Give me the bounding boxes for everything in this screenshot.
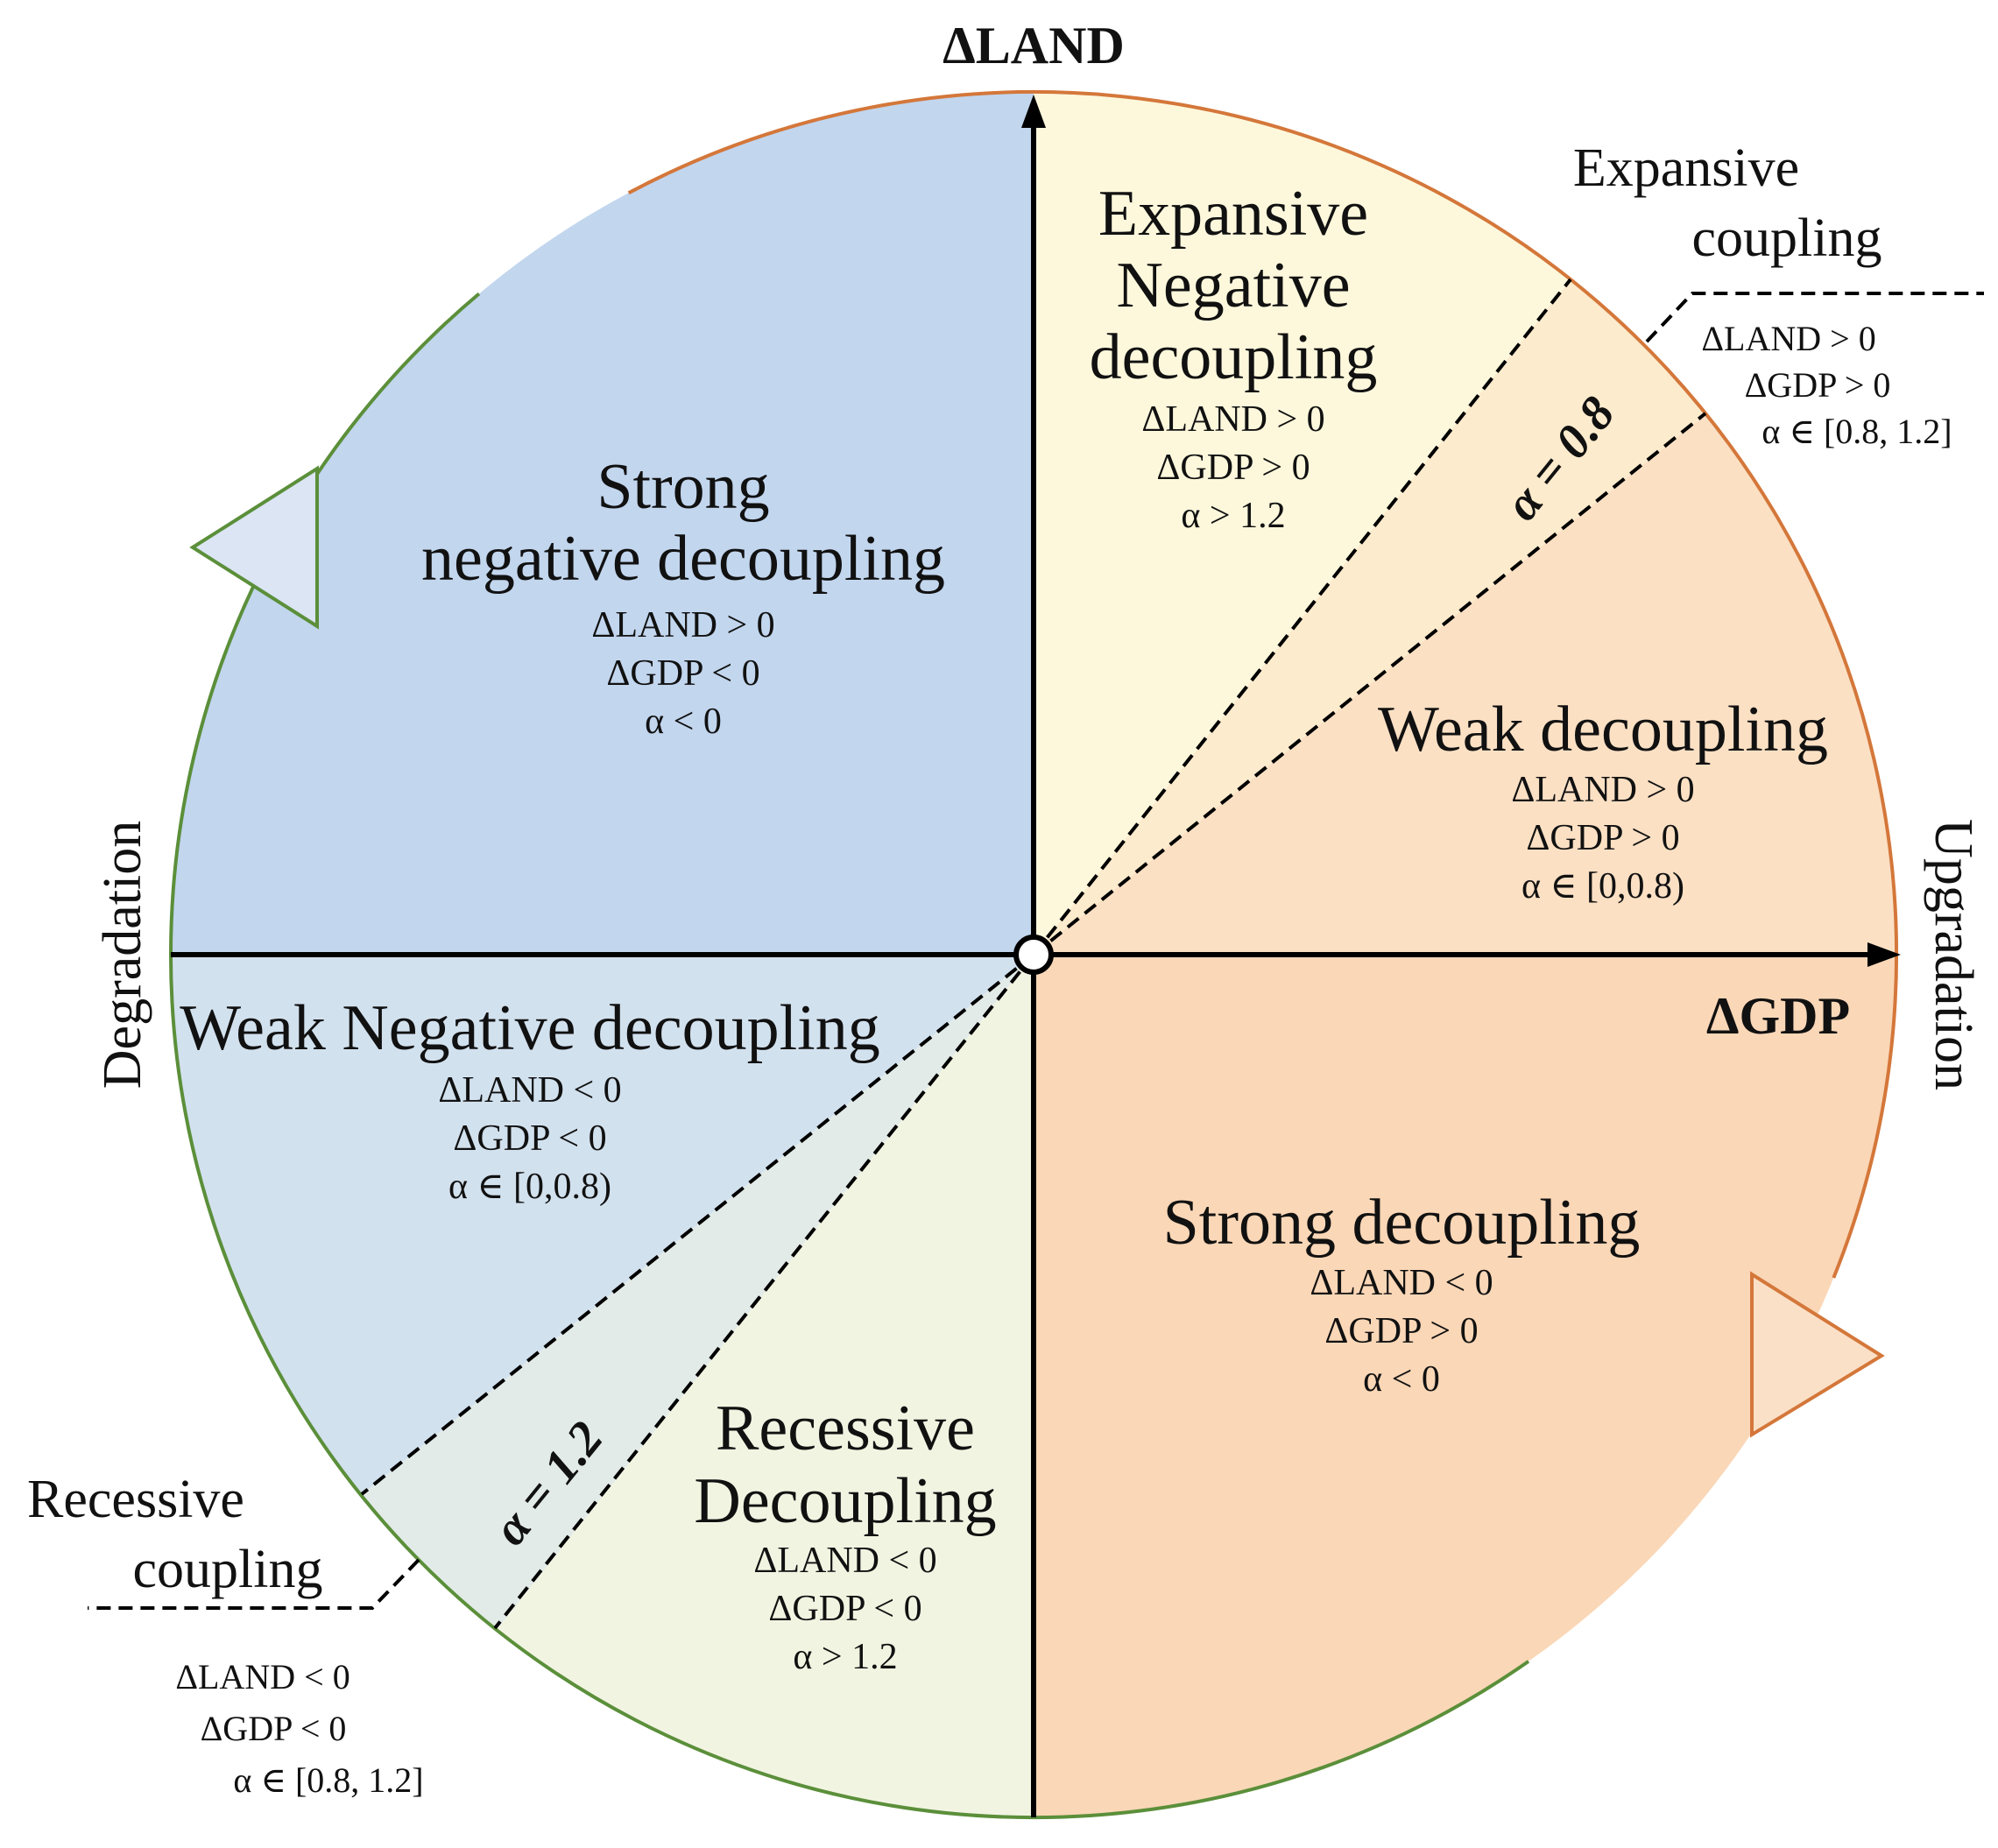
- y-axis-label: ΔLAND: [943, 17, 1125, 74]
- condition-line: ΔGDP < 0: [768, 1589, 921, 1629]
- sector-strong-decoupling: [1034, 955, 1896, 1817]
- label-weak-negative-decoupling: Weak Negative decoupling ΔLAND < 0 ΔGDP …: [180, 992, 880, 1207]
- origin-marker: [1013, 935, 1054, 975]
- leader-recessive-coupling: [88, 1558, 420, 1610]
- title-line: Decoupling: [694, 1465, 996, 1537]
- upgradation-arc: [627, 90, 1898, 1279]
- dashed-dividers: [88, 278, 1984, 1630]
- title-line: negative decoupling: [421, 523, 945, 595]
- label-expansive-coupling: Expansive coupling ΔLAND > 0 ΔGDP > 0 α …: [1573, 138, 1952, 451]
- condition-line: ΔLAND < 0: [175, 1657, 349, 1696]
- degradation-arrow-icon: [189, 465, 319, 630]
- title-line: Strong decoupling: [1163, 1187, 1641, 1259]
- sector-expansive-negative-decoupling: [1034, 91, 1571, 955]
- condition-line: α ∈ [0.8, 1.2]: [1761, 412, 1952, 451]
- condition-line: ΔGDP < 0: [606, 653, 759, 694]
- leader-expansive-coupling: [1645, 292, 1984, 343]
- label-strong-negative-decoupling: Strong negative decoupling ΔLAND > 0 ΔGD…: [421, 451, 945, 742]
- condition-line: α ∈ [0.8, 1.2]: [233, 1760, 423, 1800]
- condition-line: ΔLAND < 0: [438, 1070, 621, 1111]
- sector-recessive-coupling: [361, 955, 1034, 1630]
- title-line: coupling: [1692, 208, 1882, 268]
- sector-weak-decoupling: [1034, 413, 1896, 955]
- condition-line: ΔLAND > 0: [1701, 319, 1875, 358]
- title-line: Expansive: [1573, 138, 1799, 198]
- x-axis-label: ΔGDP: [1706, 987, 1850, 1045]
- condition-line: α < 0: [645, 702, 722, 742]
- condition-line: ΔLAND < 0: [1310, 1263, 1493, 1303]
- title-line: Weak Negative decoupling: [180, 992, 880, 1064]
- sector-recessive-decoupling: [496, 955, 1034, 1817]
- condition-line: ΔGDP > 0: [1526, 818, 1679, 858]
- label-recessive-coupling: Recessive coupling ΔLAND < 0 ΔGDP < 0 α …: [27, 1470, 424, 1800]
- x-axis-arrow-icon: [1867, 942, 1901, 967]
- condition-line: α ∈ [0,0.8): [1521, 866, 1684, 906]
- outer-ring: [169, 90, 1898, 1820]
- condition-line: ΔLAND > 0: [1141, 399, 1324, 440]
- condition-line: ΔGDP < 0: [453, 1118, 606, 1159]
- divider-alpha-1.2-upper: [1032, 278, 1572, 956]
- condition-line: α > 1.2: [793, 1637, 897, 1677]
- title-line: decoupling: [1090, 321, 1378, 393]
- condition-line: ΔGDP < 0: [201, 1709, 347, 1748]
- degradation-label: Degradation: [93, 821, 152, 1089]
- condition-line: ΔLAND > 0: [1511, 770, 1694, 810]
- condition-line: ΔGDP > 0: [1324, 1311, 1478, 1351]
- title-line: Recessive: [27, 1470, 244, 1529]
- sector-strong-negative-decoupling: [171, 92, 1034, 955]
- title-line: coupling: [133, 1540, 323, 1599]
- sector-expansive-coupling: [1034, 279, 1706, 956]
- label-weak-decoupling: Weak decoupling ΔLAND > 0 ΔGDP > 0 α ∈ […: [1378, 694, 1828, 906]
- label-recessive-decoupling: Recessive Decoupling ΔLAND < 0 ΔGDP < 0 …: [694, 1393, 996, 1677]
- title-line: Weak decoupling: [1378, 694, 1828, 765]
- label-expansive-negative-decoupling: Expansive Negative decoupling ΔLAND > 0 …: [1090, 178, 1378, 536]
- label-strong-decoupling: Strong decoupling ΔLAND < 0 ΔGDP > 0 α <…: [1163, 1187, 1641, 1400]
- condition-line: ΔLAND < 0: [753, 1541, 936, 1581]
- condition-line: ΔGDP > 0: [1156, 448, 1310, 488]
- y-axis-arrow-icon: [1021, 95, 1046, 128]
- degradation-arc-left: [169, 292, 481, 956]
- degradation-arc-right: [169, 954, 1530, 1820]
- sectors: [171, 91, 1896, 1817]
- divider-alpha-0.8-upper: [1032, 412, 1707, 956]
- upgradation-label: Upgradation: [1924, 819, 1983, 1090]
- title-line: Strong: [597, 451, 769, 523]
- sector-weak-negative-decoupling: [171, 955, 1034, 1496]
- title-line: Negative: [1116, 250, 1350, 321]
- title-line: Recessive: [716, 1393, 975, 1464]
- condition-line: ΔLAND > 0: [591, 605, 774, 645]
- title-line: Expansive: [1098, 178, 1368, 250]
- upgradation-arrow-icon: [1750, 1271, 1885, 1438]
- condition-line: α < 0: [1363, 1359, 1440, 1400]
- condition-line: α ∈ [0,0.8): [448, 1167, 611, 1207]
- condition-line: ΔGDP > 0: [1745, 365, 1891, 405]
- condition-line: α > 1.2: [1181, 496, 1285, 536]
- divider-alpha-0.8-lower: [360, 953, 1035, 1496]
- divider-alpha-1.2-lower: [493, 953, 1035, 1630]
